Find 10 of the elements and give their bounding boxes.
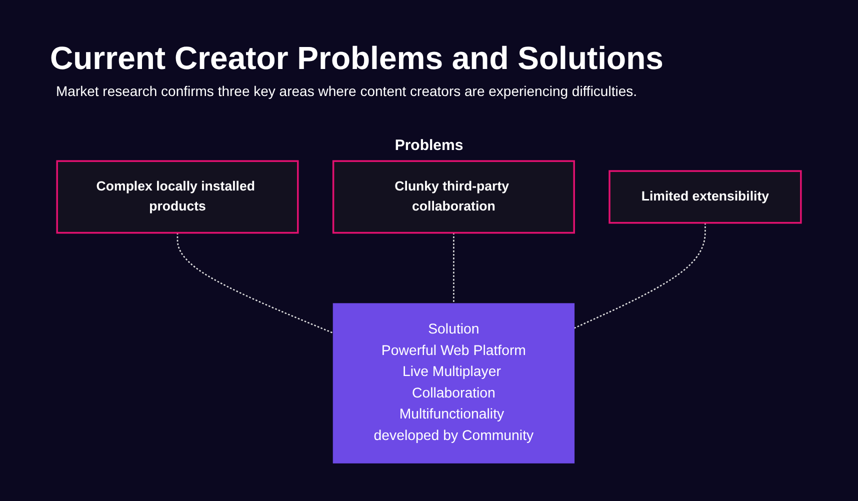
connector (453, 232, 454, 304)
title: Current Creator Problems and Solutions (50, 40, 664, 77)
connector (574, 222, 706, 329)
group-heading: Problems (394, 137, 464, 154)
node-box: Solution Powerful Web Platform Live Multiplayer Collaboration Multifunctionality developed by Community (332, 303, 575, 464)
node-box: Clunky third-party collaboration (332, 160, 575, 234)
connector (176, 232, 334, 334)
subtitle-text: Market research confirms three key areas where content creators are experiencing difficulties. (56, 83, 638, 99)
node-box: Complex locally installed products (56, 160, 299, 234)
node-box: Limited extensibility (608, 170, 802, 224)
